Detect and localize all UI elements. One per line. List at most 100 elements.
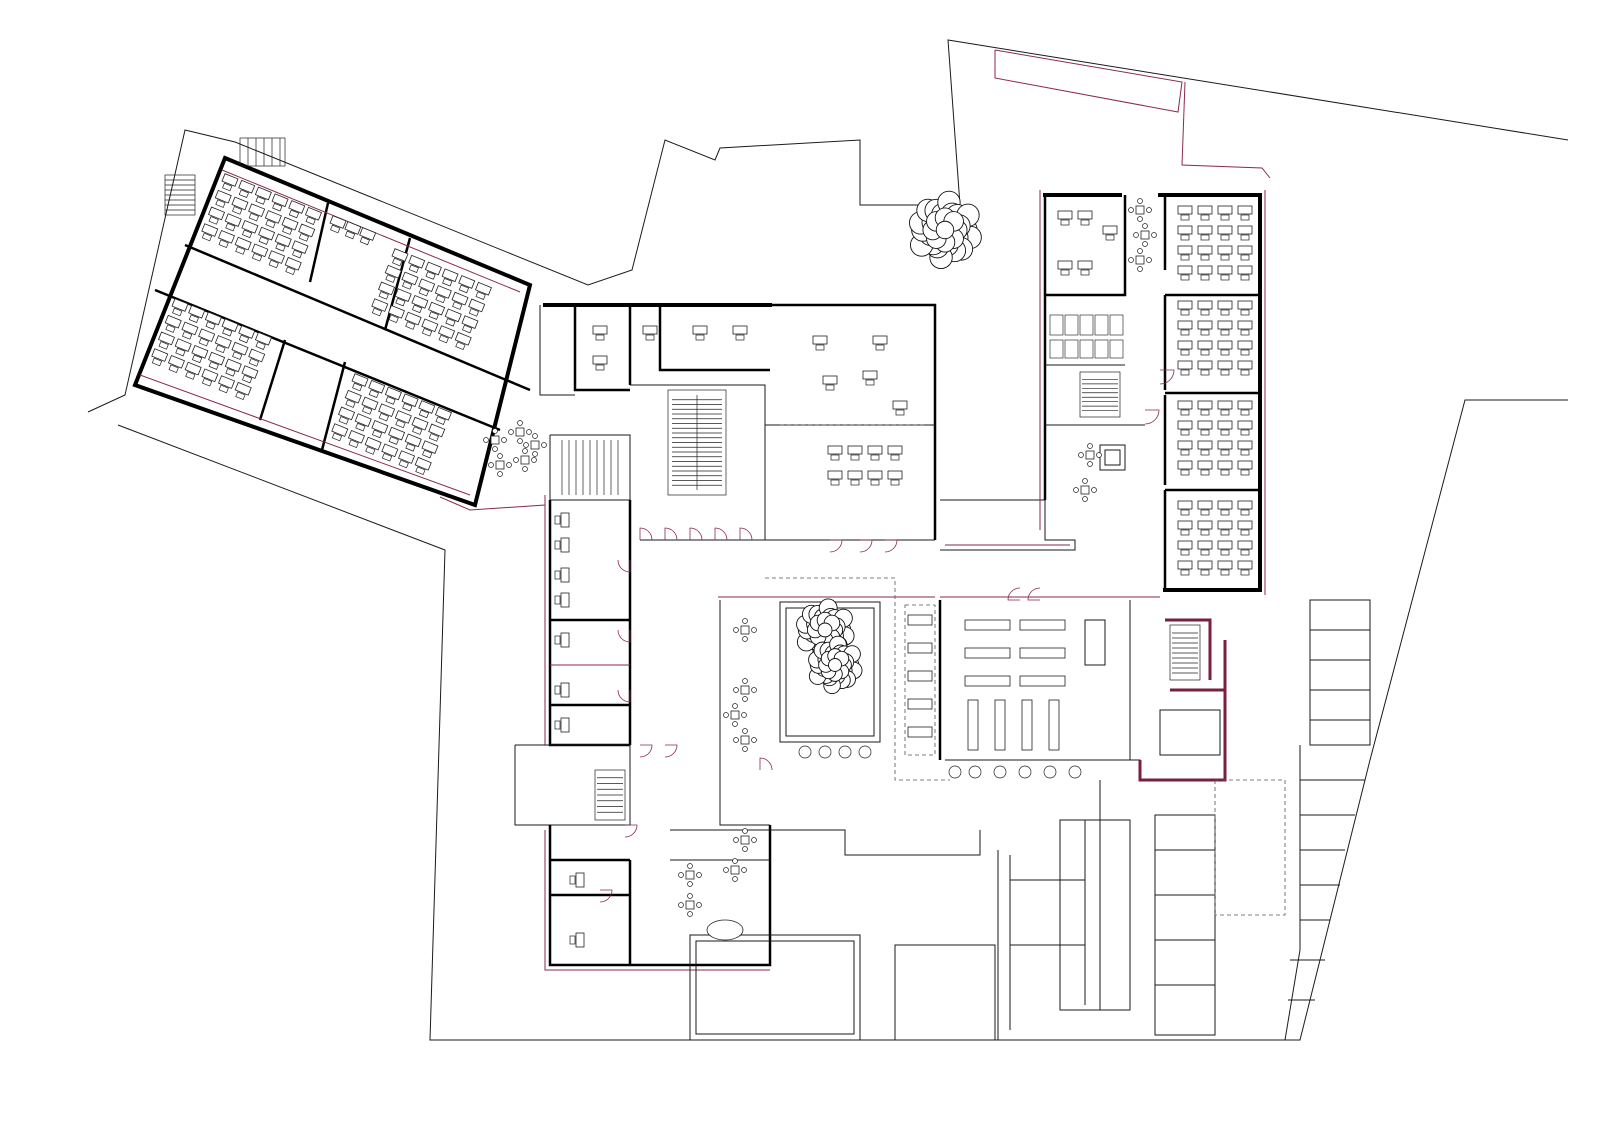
table-icon [1177,500,1193,516]
toilet-stall [1109,339,1124,359]
table-icon [359,227,377,246]
table-icon [592,325,608,341]
table-icon [388,426,406,445]
table-icon [1237,400,1253,416]
table-icon [418,278,436,297]
table-icon [1217,500,1233,516]
table-icon [1197,300,1213,316]
table-icon [271,193,289,212]
table-icon [444,308,462,327]
table-icon [411,295,429,314]
table-icon [1197,420,1213,436]
chair-icon [818,745,832,759]
table-icon [692,325,708,341]
toilet-stall [1079,314,1094,336]
table-icon [1078,443,1102,467]
table-icon [554,512,570,528]
table-icon [1019,619,1066,631]
table-icon [1237,500,1253,516]
door-swing-icon [617,559,631,573]
table-icon [231,196,249,215]
table-icon [1197,205,1213,221]
door-swing-icon [689,527,703,541]
table-icon [254,186,272,205]
table-icon [1197,245,1213,261]
table-icon [424,261,442,280]
table-icon [872,335,888,351]
table-icon [1128,198,1152,222]
table-icon [274,233,292,252]
table-icon [967,699,979,751]
table-icon [371,298,389,317]
table-icon [181,321,199,340]
table-icon [1237,360,1253,376]
table-icon [1217,400,1233,416]
table-icon [418,400,436,419]
table-icon [347,429,365,449]
table-icon [434,285,452,304]
table-icon [554,567,570,583]
table-icon [428,301,446,320]
table-icon [1177,360,1193,376]
table-icon [1197,400,1213,416]
table-icon [994,699,1006,751]
table-icon [468,298,486,317]
table-icon [1177,560,1193,576]
table-icon [234,236,252,255]
table-icon [1177,300,1193,316]
table-icon [523,433,547,457]
classroom-wing-east [1039,190,1266,595]
table-icon [268,250,286,269]
table-icon [151,348,169,367]
toilet-stall [1064,314,1079,336]
table-icon [907,726,933,738]
door-swing-icon [664,527,678,541]
door-swing-icon [1144,409,1160,425]
table-icon [231,341,249,360]
table-icon [964,675,1011,687]
table-icon [1197,560,1213,576]
table-icon [907,614,933,626]
table-icon [441,268,459,287]
table-icon [174,338,192,357]
table-icon [1237,560,1253,576]
table-icon [1237,300,1253,316]
table-icon [1217,340,1233,356]
table-icon [887,470,903,486]
central-block [514,303,1227,971]
table-icon [1217,265,1233,281]
table-icon [474,281,492,300]
table-icon [234,381,252,401]
table-icon [1237,205,1253,221]
table-icon [907,698,933,710]
table-icon [214,335,232,354]
table-icon [1217,360,1233,376]
table-icon [847,445,863,461]
table-icon [706,919,744,941]
table-icon [569,872,585,888]
table-icon [1197,500,1213,516]
toilet-stall [1079,339,1094,359]
chair-icon [858,745,872,759]
table-icon [1177,265,1193,281]
table-icon [1217,540,1233,556]
table-icon [513,448,537,472]
table-icon [438,325,456,344]
table-icon [378,403,396,422]
table-icon [281,216,299,235]
table-icon [344,389,362,408]
table-icon [329,215,347,234]
table-icon [188,304,206,323]
table-icon [1237,420,1253,436]
table-icon [391,248,409,267]
chair-icon [1043,765,1057,779]
table-icon [733,618,757,642]
table-icon [401,271,419,290]
table-icon [483,428,507,452]
table-icon [812,335,828,351]
table-icon [678,893,702,917]
table-icon [428,423,446,442]
table-icon [381,443,399,462]
toilet-stall [1109,314,1124,336]
table-icon [1177,205,1193,221]
